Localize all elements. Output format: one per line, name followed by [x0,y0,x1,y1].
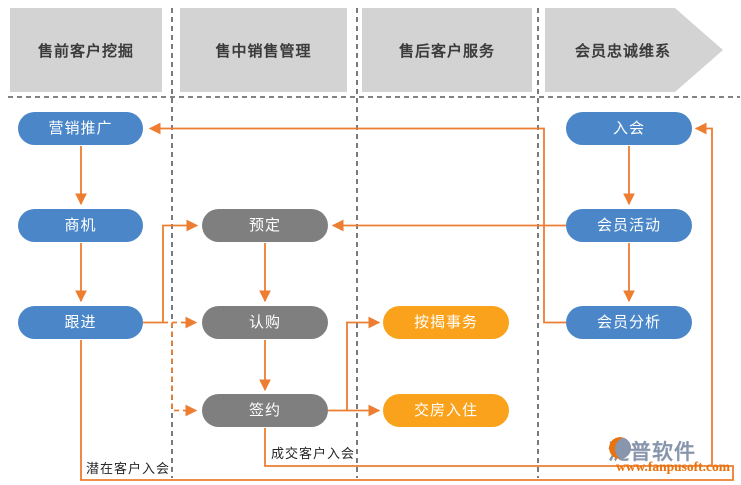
arrow-followup-to-reserve [143,219,199,324]
brand-url: www.fanpusoft.com [616,459,731,474]
node-opportunity: 商机 [18,209,143,242]
node-analysis: 会员分析 [566,306,692,339]
dashed-arrow-followup-to-sign [171,322,198,417]
node-followup: 跟进 [18,306,143,339]
label-potential-customer-join: 潜在客户入会 [86,461,171,476]
lane-header-insale: 售中销售管理 [180,8,347,92]
node-sign: 签约 [202,394,328,427]
node-subscribe: 认购 [202,306,328,339]
node-handover: 交房入住 [383,394,509,427]
node-reserve: 预定 [202,209,328,242]
arrow-sign-to-mortgage [346,316,381,411]
line-potential-customer-join [80,340,734,481]
line-deal-customer-join-to-join [264,122,713,467]
lane-header-aftersale: 售后客户服务 [362,8,532,92]
node-mortgage: 按揭事务 [383,306,509,339]
node-join: 入会 [566,112,692,145]
node-activity: 会员活动 [566,209,692,242]
lane-header-presale: 售前客户挖掘 [10,8,162,92]
brand-logo: 泛普软件 [608,436,696,466]
label-deal-customer-join: 成交客户入会 [271,446,356,461]
node-marketing: 营销推广 [18,112,143,145]
fanpu-logo-icon [609,437,631,459]
arrow-analysis-to-marketing [148,122,566,324]
